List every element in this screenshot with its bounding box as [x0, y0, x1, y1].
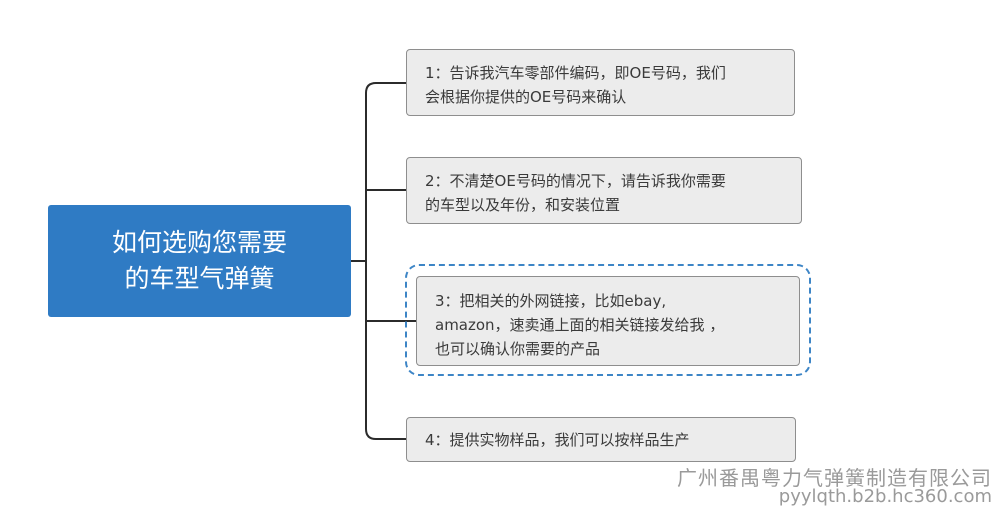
watermark-url: pyylqth.b2b.hc360.com: [778, 486, 992, 507]
branch-3-line-3: 也可以确认你需要的产品: [435, 340, 601, 358]
branch-topic-1[interactable]: 1：告诉我汽车零部件编码，即OE号码，我们 会根据你提供的OE号码来确认: [406, 49, 795, 116]
root-topic-line-2: 的车型气弹簧: [124, 264, 275, 293]
branch-1-line-1: 1：告诉我汽车零部件编码，即OE号码，我们: [425, 64, 726, 82]
branch-3-line-2: amazon，速卖通上面的相关链接发给我 ，: [435, 316, 725, 334]
branch-topic-4[interactable]: 4：提供实物样品，我们可以按样品生产: [406, 417, 796, 462]
branch-1-line-2: 会根据你提供的OE号码来确认: [425, 88, 627, 106]
branch-2-line-1: 2：不清楚OE号码的情况下，请告诉我你需要: [425, 172, 726, 190]
branch-3-line-1: 3：把相关的外网链接，比如ebay,: [435, 292, 667, 310]
root-topic-line-1: 如何选购您需要: [111, 228, 287, 257]
branch-2-line-2: 的车型以及年份，和安装位置: [425, 196, 621, 214]
connector-branch-1: [365, 82, 406, 261]
branch-topic-3[interactable]: 3：把相关的外网链接，比如ebay, amazon，速卖通上面的相关链接发给我 …: [416, 276, 800, 366]
watermark-company: 广州番禺粤力气弹簧制造有限公司: [677, 466, 992, 490]
connector-branch-4: [365, 261, 406, 440]
root-topic[interactable]: 如何选购您需要 的车型气弹簧: [48, 205, 351, 317]
branch-topic-2[interactable]: 2：不清楚OE号码的情况下，请告诉我你需要 的车型以及年份，和安装位置: [406, 157, 802, 224]
selection-outline: [405, 264, 811, 376]
branch-4-line-1: 4：提供实物样品，我们可以按样品生产: [425, 431, 690, 449]
